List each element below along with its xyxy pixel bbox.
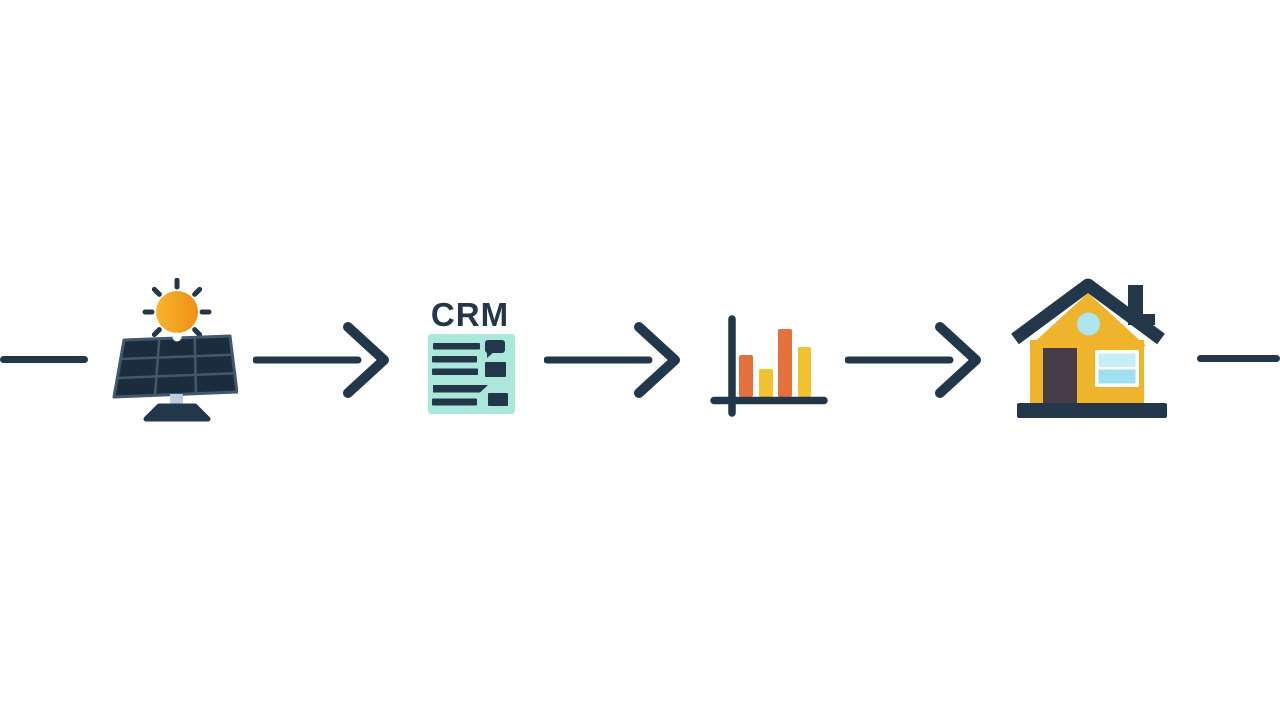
round-window	[1077, 312, 1100, 336]
step-analytics	[710, 312, 828, 417]
flow-line-right	[1197, 355, 1280, 362]
step-home	[1008, 278, 1168, 423]
crm-document-icon: CRM	[428, 296, 515, 414]
document-widgets	[485, 340, 508, 406]
step-solar-panel	[108, 277, 239, 423]
panel-grid	[112, 332, 239, 399]
house-base	[1017, 403, 1167, 418]
crm-label: CRM	[431, 296, 509, 333]
arrow-right-icon-2	[544, 320, 684, 400]
sun-icon	[156, 291, 198, 333]
house-roof	[1011, 278, 1165, 345]
house-window	[1095, 350, 1139, 387]
arrow-right-icon-3	[845, 320, 985, 400]
solar-panel-icon	[112, 277, 239, 422]
house-icon	[1011, 278, 1167, 418]
bar-chart-icon	[710, 315, 828, 417]
house-door	[1043, 348, 1077, 403]
chart-bars	[739, 329, 811, 397]
panel-base	[143, 403, 211, 422]
arrow-right-icon-1	[253, 320, 393, 400]
document-text-lines	[432, 343, 488, 406]
flow-line-left	[0, 356, 88, 363]
step-crm: CRM	[424, 296, 516, 418]
